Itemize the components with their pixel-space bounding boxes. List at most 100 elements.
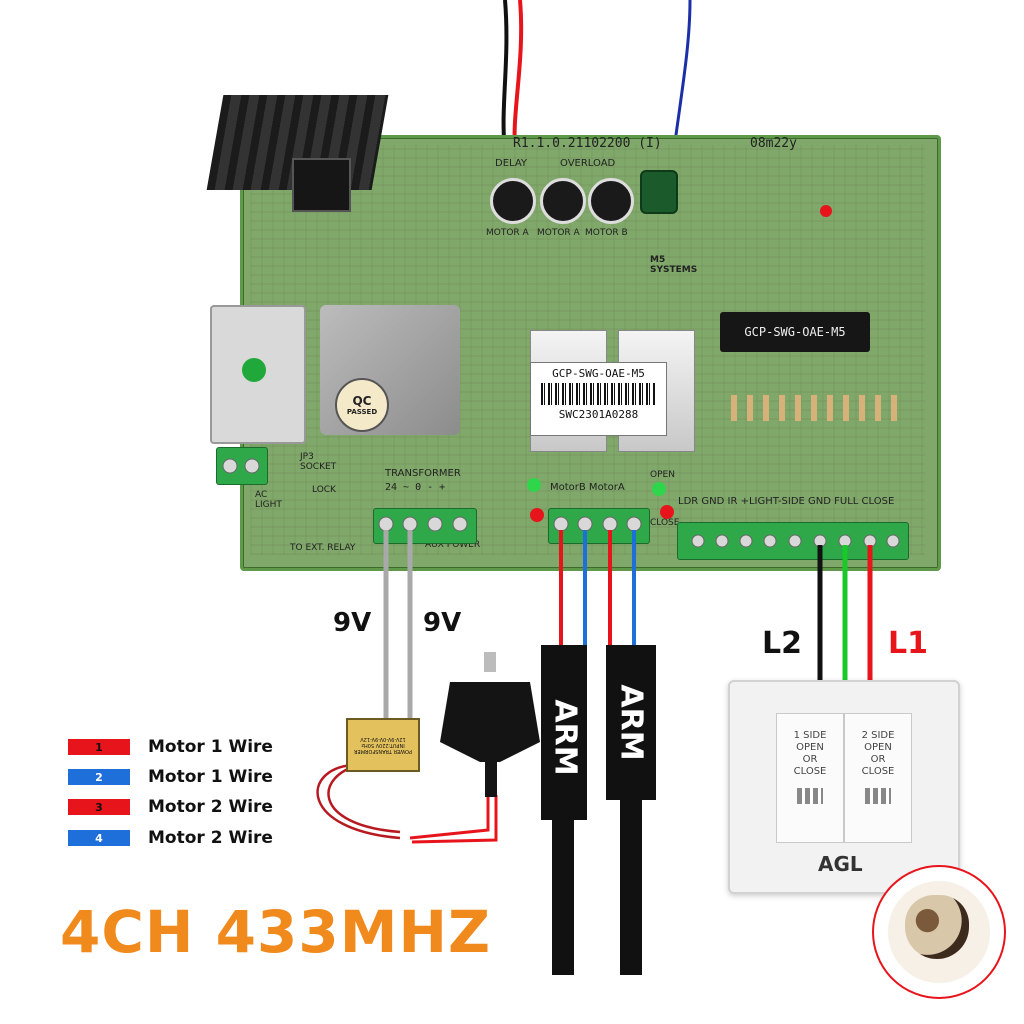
capacitor xyxy=(640,170,678,214)
pot-header-overload: OVERLOAD xyxy=(560,158,616,169)
ext-relay-label: TO EXT. RELAY xyxy=(290,543,356,553)
legend-row-2: 2 Motor 1 Wire xyxy=(68,766,273,788)
qc-line1: QC xyxy=(352,394,372,408)
arm-actuator-2-rod xyxy=(620,795,642,975)
led-open-green-2 xyxy=(652,482,666,496)
screw xyxy=(739,534,753,548)
transformer-pins: 24 ~ 0 - + xyxy=(385,482,446,493)
pot-1[interactable] xyxy=(490,178,536,224)
transformer-line1: POWER TRANSFORMER xyxy=(354,748,413,754)
screw xyxy=(427,516,443,532)
arm-label-2: ARM xyxy=(613,684,649,761)
cat-face-icon xyxy=(905,895,969,959)
pot-3[interactable] xyxy=(588,178,634,224)
voltage-label-left: 9V xyxy=(333,608,372,638)
screw xyxy=(691,534,705,548)
board-revision: R1.1.0.21102200 (I) xyxy=(513,136,662,151)
resistor-row xyxy=(725,395,905,421)
input-row-label: LDR GND IR +LIGHT-SIDE GND FULL CLOSE xyxy=(678,496,895,507)
arm-label-1: ARM xyxy=(547,699,583,776)
lock-label: LOCK xyxy=(312,485,336,495)
aux-label: AUX POWER xyxy=(425,540,481,550)
legend-swatch: 3 xyxy=(68,799,130,815)
plug-cord xyxy=(485,762,497,797)
transformer-label: TRANSFORMER xyxy=(385,468,461,479)
legend-row-1: 1 Motor 1 Wire xyxy=(68,736,273,758)
pot-2[interactable] xyxy=(540,178,586,224)
screw xyxy=(452,516,468,532)
led-close-red-2 xyxy=(660,505,674,519)
transformer-lead-1 xyxy=(316,763,401,840)
open-label: OPEN xyxy=(650,470,675,480)
led-open-green xyxy=(527,478,541,492)
barcode-sticker: GCP-SWG-OAE-M5 SWC2301A0288 xyxy=(530,362,667,436)
plug-body xyxy=(440,682,540,762)
switch-button-1[interactable]: 1 SIDE OPEN OR CLOSE xyxy=(776,713,844,843)
headline: 4CH 433MHZ xyxy=(60,898,492,966)
led-status-red xyxy=(820,205,832,217)
legend-row-3: 3 Motor 2 Wire xyxy=(68,796,273,818)
switch-brand: AGL xyxy=(818,852,863,876)
gate-icon xyxy=(797,788,823,804)
main-ic-chip: GCP-SWG-OAE-M5 xyxy=(720,312,870,352)
arm-actuator-1-rod xyxy=(552,815,574,975)
switch2-line4: CLOSE xyxy=(861,766,895,777)
legend-text: Motor 1 Wire xyxy=(148,737,273,757)
plug-earth-pin xyxy=(484,652,496,672)
qc-sticker: QC PASSED xyxy=(335,378,389,432)
sticker-model: GCP-SWG-OAE-M5 xyxy=(552,367,645,380)
transformer-line3: 12V-9V-0V-9V-12V xyxy=(360,736,406,742)
plug-wire-red xyxy=(409,795,490,840)
switch-label-l2: L2 xyxy=(762,626,802,661)
switch1-line2: OPEN xyxy=(796,742,824,753)
jp-socket-label: JP3 SOCKET xyxy=(300,452,337,472)
switch1-line1: 1 SIDE xyxy=(793,730,827,741)
gate-icon xyxy=(865,788,891,804)
qc-line2: PASSED xyxy=(346,408,378,416)
screw xyxy=(715,534,729,548)
sticker-serial: SWC2301A0288 xyxy=(558,408,639,421)
voltage-label-right: 9V xyxy=(423,608,462,638)
uk-plug xyxy=(440,652,540,797)
motor-label: MotorB MotorA xyxy=(550,482,625,493)
legend-swatch: 2 xyxy=(68,769,130,785)
pot-label-1: MOTOR A xyxy=(486,228,529,238)
pot-header-delay: DELAY xyxy=(495,158,527,169)
screw xyxy=(788,534,802,548)
switch2-line2: OPEN xyxy=(864,742,892,753)
legend-text: Motor 2 Wire xyxy=(148,797,273,817)
close-label: CLOSE xyxy=(650,518,680,528)
screw xyxy=(244,458,260,474)
pot-label-3: MOTOR B xyxy=(585,228,628,238)
ac-light-label: AC LIGHT xyxy=(255,490,282,510)
transformer-line2: INPUT:220V 50Hz xyxy=(361,742,405,748)
pot-label-2: MOTOR A xyxy=(537,228,580,238)
switch-label-l1: L1 xyxy=(888,626,928,661)
screw xyxy=(886,534,900,548)
relay-indicator xyxy=(242,358,266,382)
board-date-code: 08m22y xyxy=(750,136,797,151)
led-close-red xyxy=(530,508,544,522)
transformer-lead-2 xyxy=(327,763,401,834)
switch1-line3: OR xyxy=(802,754,818,765)
plug-wire-red-2 xyxy=(411,795,498,844)
arm-actuator-2 xyxy=(606,645,656,800)
legend-swatch: 4 xyxy=(68,830,130,846)
arm-actuator-1 xyxy=(541,645,587,820)
legend-swatch: 1 xyxy=(68,739,130,755)
switch-button-2[interactable]: 2 SIDE OPEN OR CLOSE xyxy=(844,713,912,843)
regulator-chip xyxy=(292,158,351,212)
brand-label: M5 SYSTEMS xyxy=(650,255,698,275)
main-ic-label: GCP-SWG-OAE-M5 xyxy=(744,325,846,339)
legend-text: Motor 2 Wire xyxy=(148,828,273,848)
screw xyxy=(222,458,238,474)
screw xyxy=(763,534,777,548)
barcode-bars xyxy=(541,383,656,405)
switch2-line1: 2 SIDE xyxy=(861,730,895,741)
legend-row-4: 4 Motor 2 Wire xyxy=(68,827,273,849)
switch1-line4: CLOSE xyxy=(793,766,827,777)
switch2-line3: OR xyxy=(870,754,886,765)
